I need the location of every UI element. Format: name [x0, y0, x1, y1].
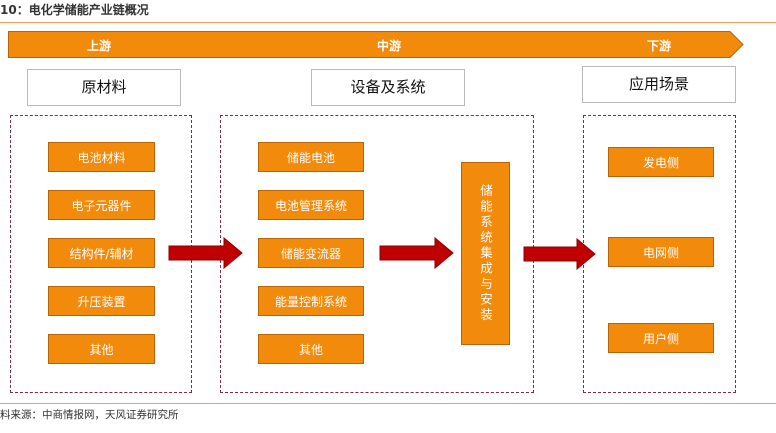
equipment-item: 电池管理系统: [258, 190, 364, 220]
material-item: 结构件/辅材: [48, 238, 155, 268]
equipment-item: 储能变流器: [258, 238, 364, 268]
scenario-item: 用户侧: [608, 323, 714, 353]
title-rule: [0, 22, 776, 23]
stage-midstream: 中游: [376, 39, 401, 53]
header-equipment: 设备及系统: [311, 69, 465, 106]
source-note: 料来源：中商情报网，天风证券研究所: [0, 409, 179, 421]
scenario-item: 电网侧: [608, 237, 714, 267]
scenario-item: 发电侧: [608, 147, 714, 177]
header-scenarios: 应用场景: [582, 66, 736, 103]
equipment-item: 能量控制系统: [258, 286, 364, 316]
footer-rule: [0, 403, 776, 404]
stage-banner-arrow: [8, 31, 744, 58]
flow-arrow-2: [379, 237, 454, 269]
material-item: 电池材料: [48, 142, 155, 172]
equipment-item: 储能电池: [258, 142, 364, 172]
material-item: 电子元器件: [48, 190, 155, 220]
flow-arrow-3: [523, 238, 596, 270]
stage-downstream: 下游: [646, 39, 671, 53]
stage-upstream: 上游: [86, 39, 111, 53]
integration-box: 储能系统集成与安装: [461, 162, 510, 345]
figure-title: 10：电化学储能产业链概况: [0, 3, 149, 17]
flow-arrow-1: [168, 237, 243, 269]
header-materials: 原材料: [27, 69, 181, 106]
material-item: 其他: [48, 334, 155, 364]
material-item: 升压装置: [48, 286, 155, 316]
equipment-item: 其他: [258, 334, 364, 364]
